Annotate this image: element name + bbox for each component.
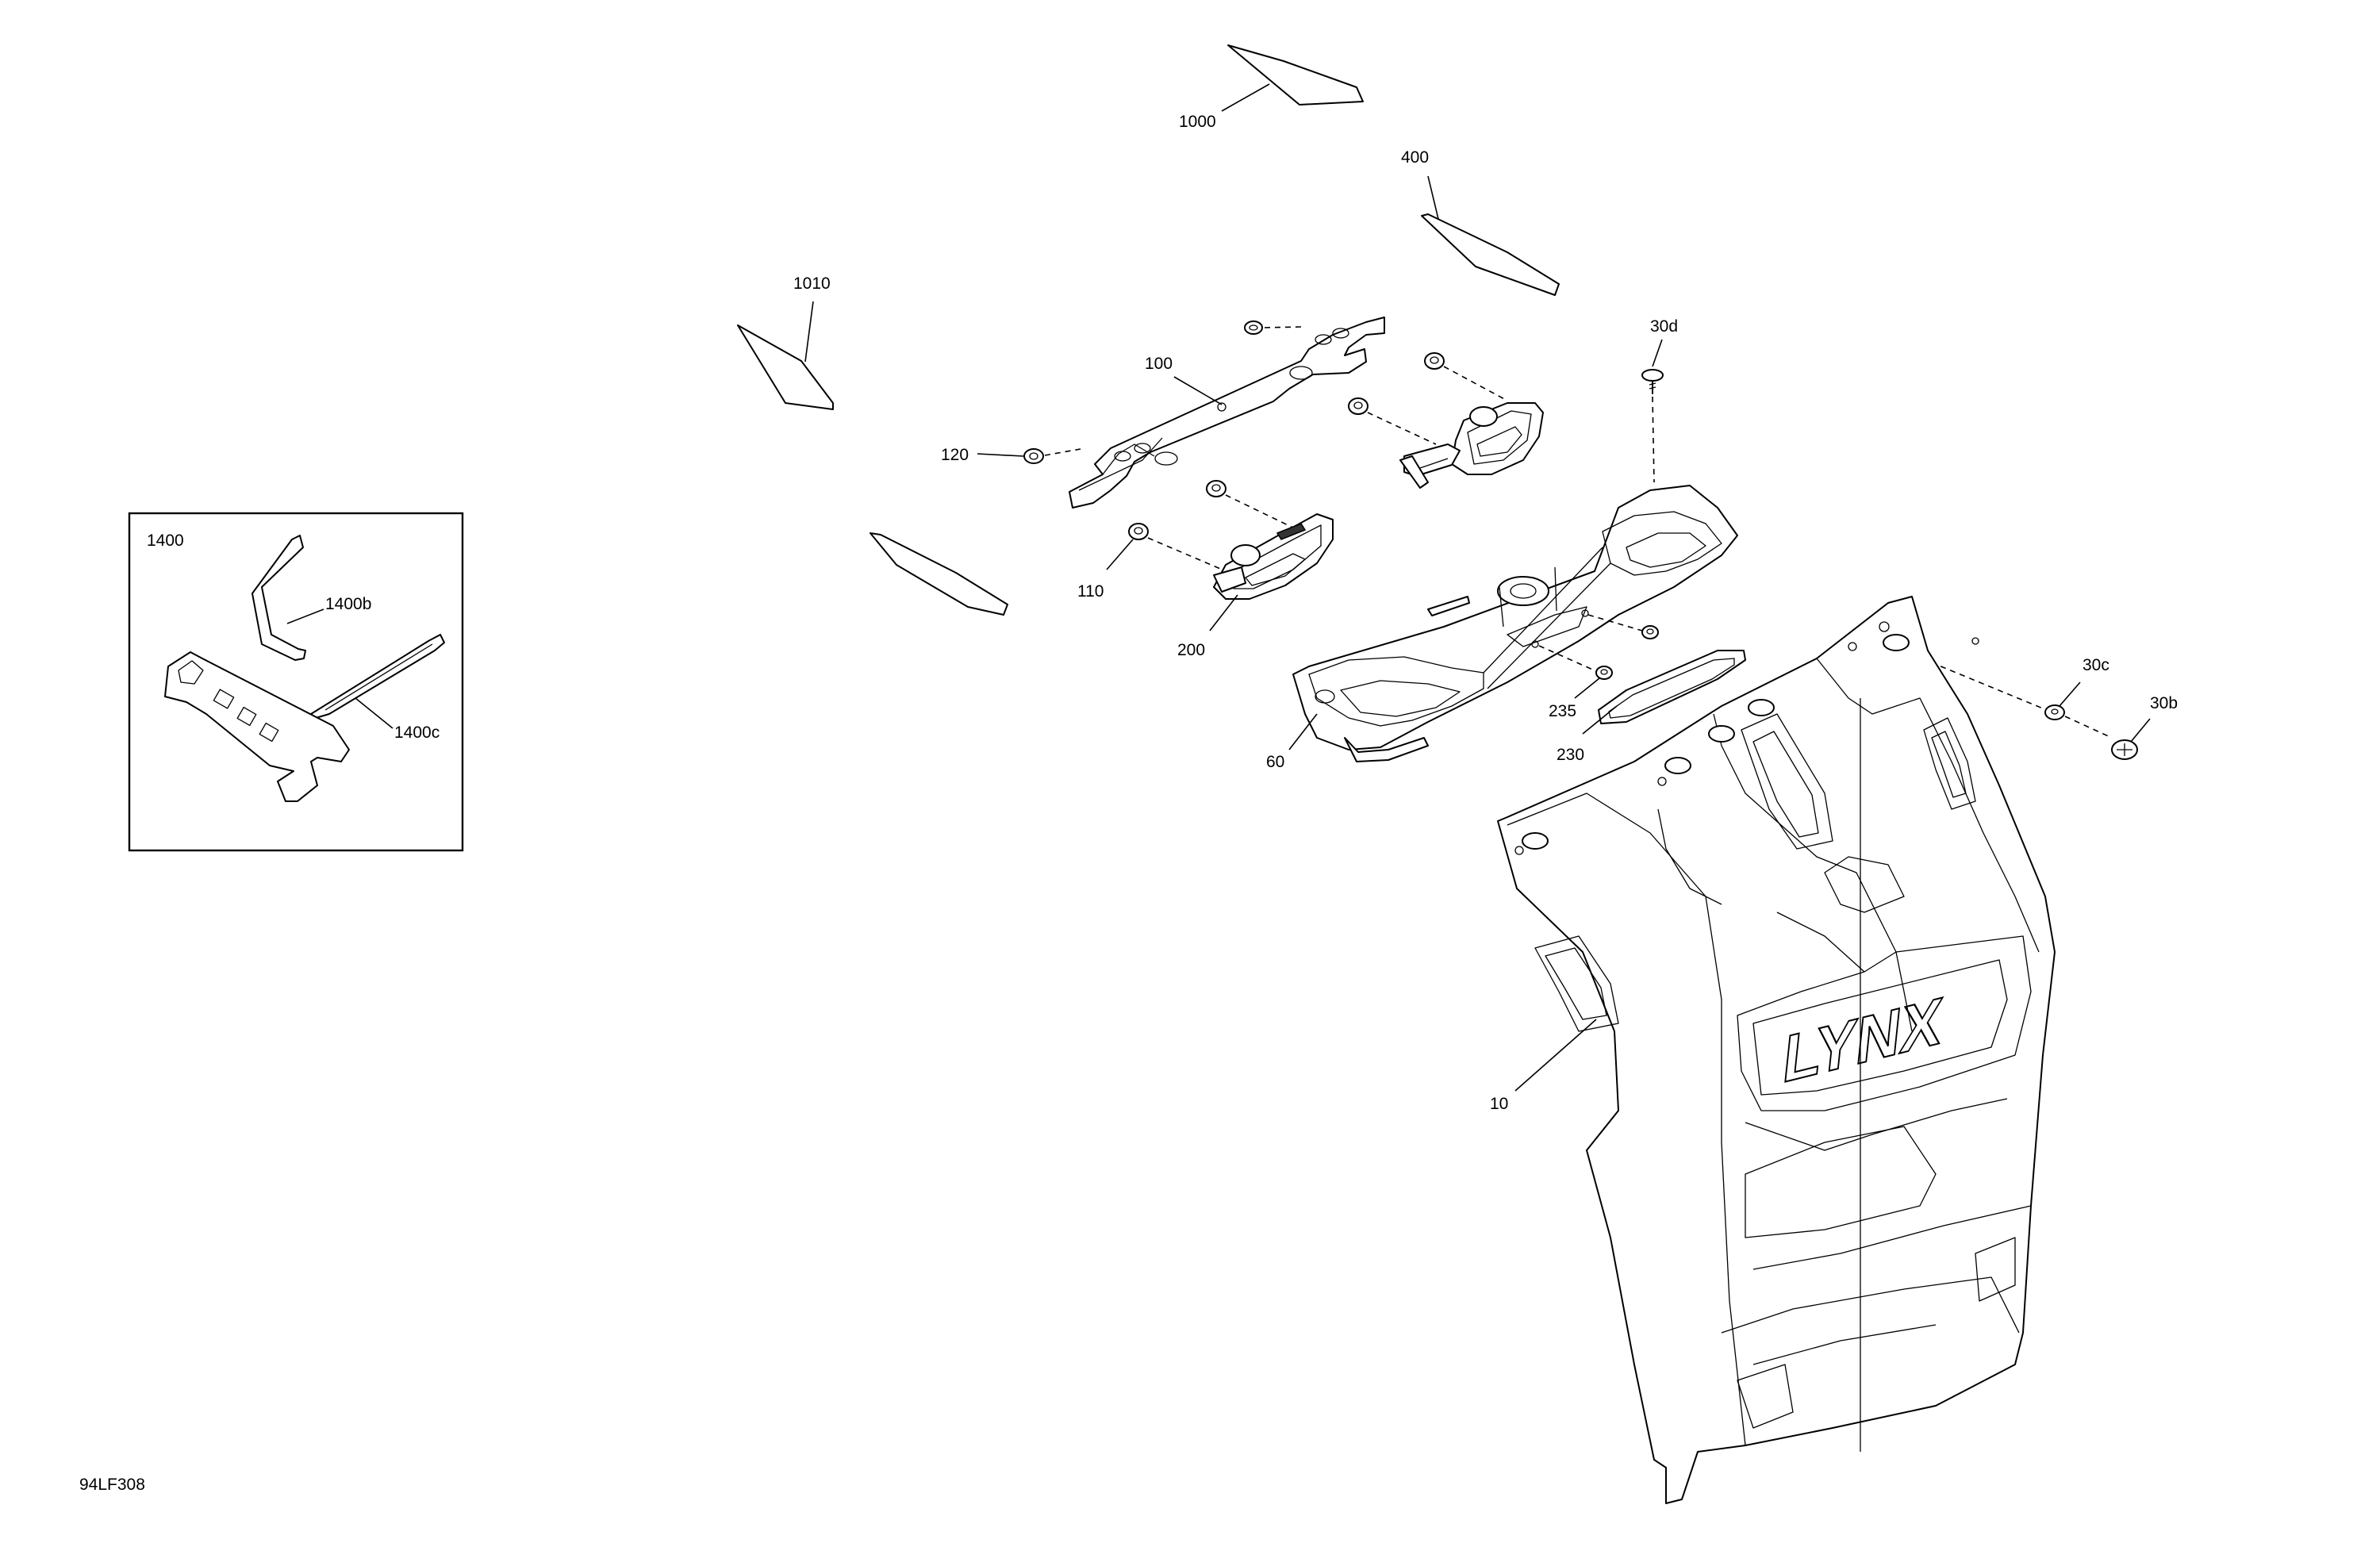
callout-120: 120: [941, 446, 969, 464]
decal-1000: [1221, 44, 1364, 112]
callout-10: 10: [1490, 1095, 1508, 1113]
decal-1010: [737, 301, 834, 410]
callout-200: 200: [1177, 641, 1205, 659]
screw-top: [1244, 320, 1302, 335]
screw-30d: [1641, 339, 1664, 483]
lamp-upper-right: [1399, 402, 1544, 489]
callout-235: 235: [1549, 702, 1576, 720]
callout-1000: 1000: [1179, 113, 1216, 131]
callout-1010: 1010: [793, 274, 831, 293]
screwdriver-1400b: [251, 535, 306, 661]
callout-400: 400: [1401, 148, 1429, 167]
inset-label-1400b: 1400b: [325, 595, 371, 613]
wrench-1400: [164, 651, 350, 802]
rear-flap-10: [1497, 596, 2056, 1504]
nut-upper-right-b: [1348, 397, 1437, 445]
nut-upper-right-a: [1424, 352, 1508, 401]
screw-120: [977, 448, 1081, 464]
lamp-200: [1209, 513, 1334, 631]
inset-label-1400c: 1400c: [394, 724, 440, 742]
callout-100: 100: [1145, 355, 1173, 373]
callout-230: 230: [1557, 746, 1584, 764]
reflector-230: [1582, 650, 1746, 735]
decal-400: [1421, 175, 1560, 296]
inset-label-1400: 1400: [147, 532, 184, 550]
callout-30d: 30d: [1650, 317, 1678, 336]
callout-110: 110: [1077, 582, 1104, 601]
nut-110: [1106, 523, 1230, 574]
decal-lower-left: [869, 532, 1008, 616]
light-bar-60: [1288, 485, 1738, 762]
nut-lower-left-a: [1206, 480, 1302, 532]
callout-30c: 30c: [2082, 656, 2109, 674]
callout-30b: 30b: [2150, 694, 2178, 712]
callout-60: 60: [1266, 753, 1284, 771]
bushing-235: [1531, 609, 1659, 699]
screw-30b: [2111, 718, 2151, 760]
tool-kit-inset: [128, 512, 464, 852]
bracket-100: [1069, 317, 1385, 509]
figure-id: 94LF308: [79, 1476, 145, 1494]
